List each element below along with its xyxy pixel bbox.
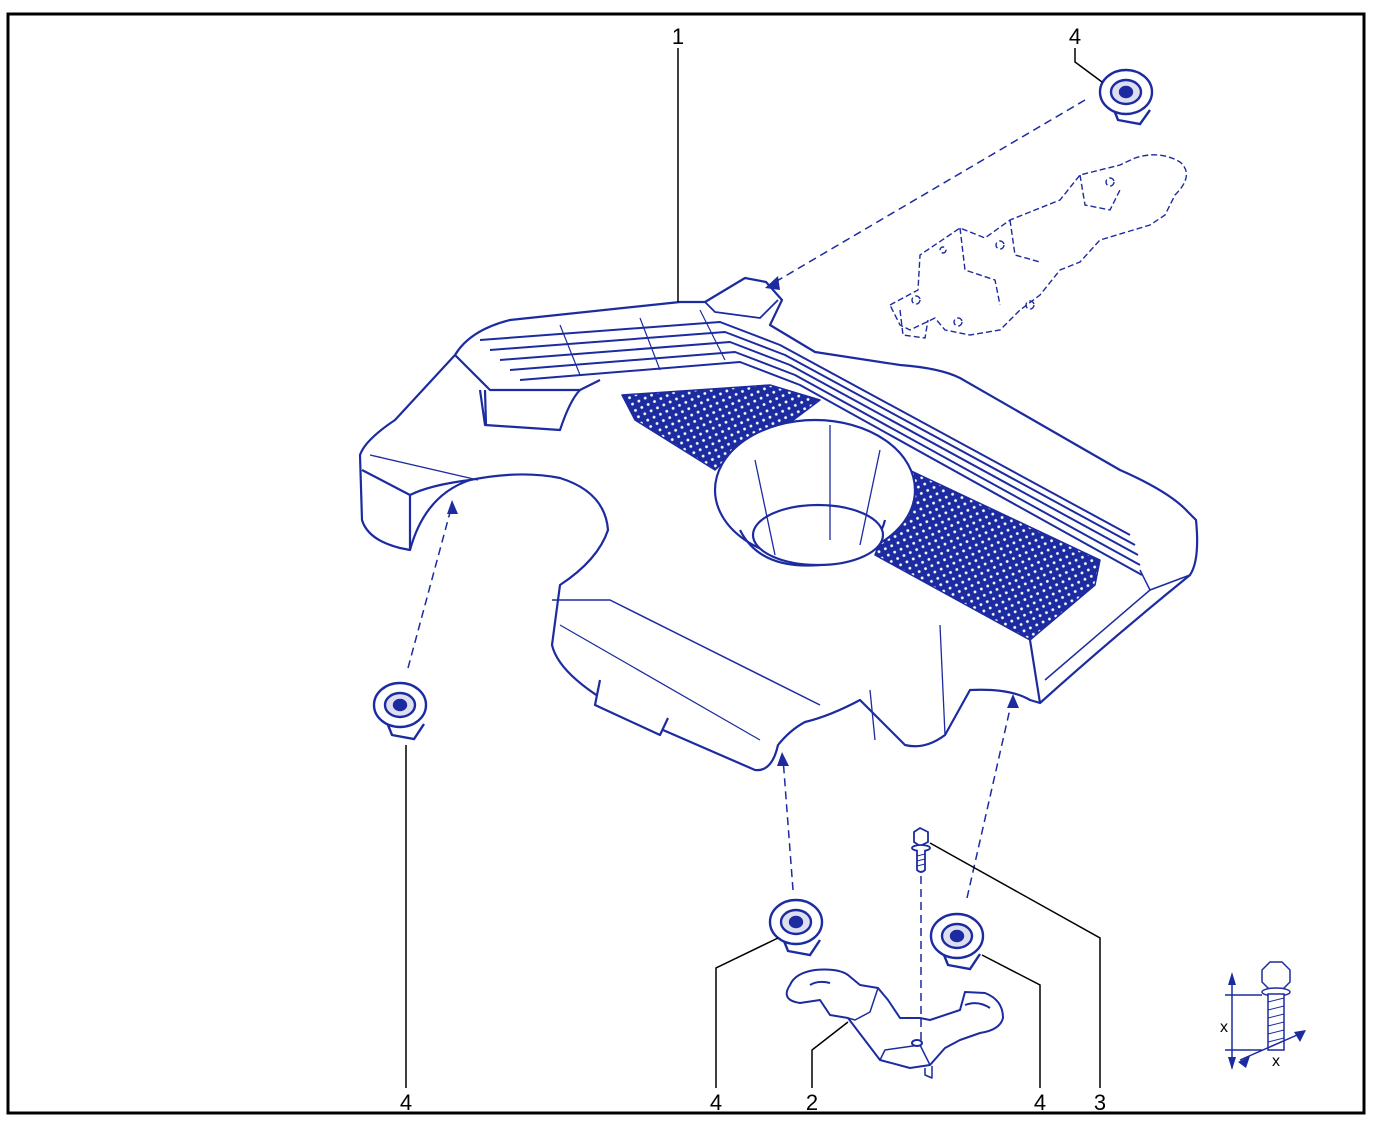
engine-cover-part (358, 276, 1199, 772)
leader-4-right (981, 954, 1041, 1088)
callout-4-top: 4 (1069, 24, 1081, 49)
assembly-lines (407, 99, 1086, 1040)
callout-2: 2 (806, 1090, 818, 1115)
bolt-part (911, 826, 931, 873)
leader-lines (405, 48, 1103, 1088)
grommet-top (1098, 68, 1154, 126)
callout-3: 3 (1094, 1090, 1106, 1115)
lower-bracket-part (785, 968, 1004, 1079)
callout-4-right: 4 (1034, 1090, 1046, 1115)
grommet-left (372, 681, 428, 741)
torque-symbol-icon (1225, 961, 1305, 1068)
leader-4-top (1074, 48, 1103, 83)
torque-symbol-arrows (1228, 972, 1306, 1070)
diagram-frame (6, 12, 1366, 1115)
callout-1: 1 (672, 24, 684, 49)
assembly-arrowheads (447, 276, 1019, 766)
grommet-right (929, 912, 985, 971)
mounting-bracket-ghost (889, 154, 1188, 339)
torque-x-horizontal-label: x (1272, 1053, 1280, 1070)
leader-3 (929, 842, 1101, 1088)
callout-4-mid: 4 (710, 1090, 722, 1115)
grommet-mid (768, 898, 824, 957)
leader-4-mid (715, 937, 779, 1088)
callout-4-left: 4 (400, 1090, 412, 1115)
torque-x-vertical-label: x (1220, 1019, 1228, 1036)
leader-2 (811, 1021, 849, 1088)
